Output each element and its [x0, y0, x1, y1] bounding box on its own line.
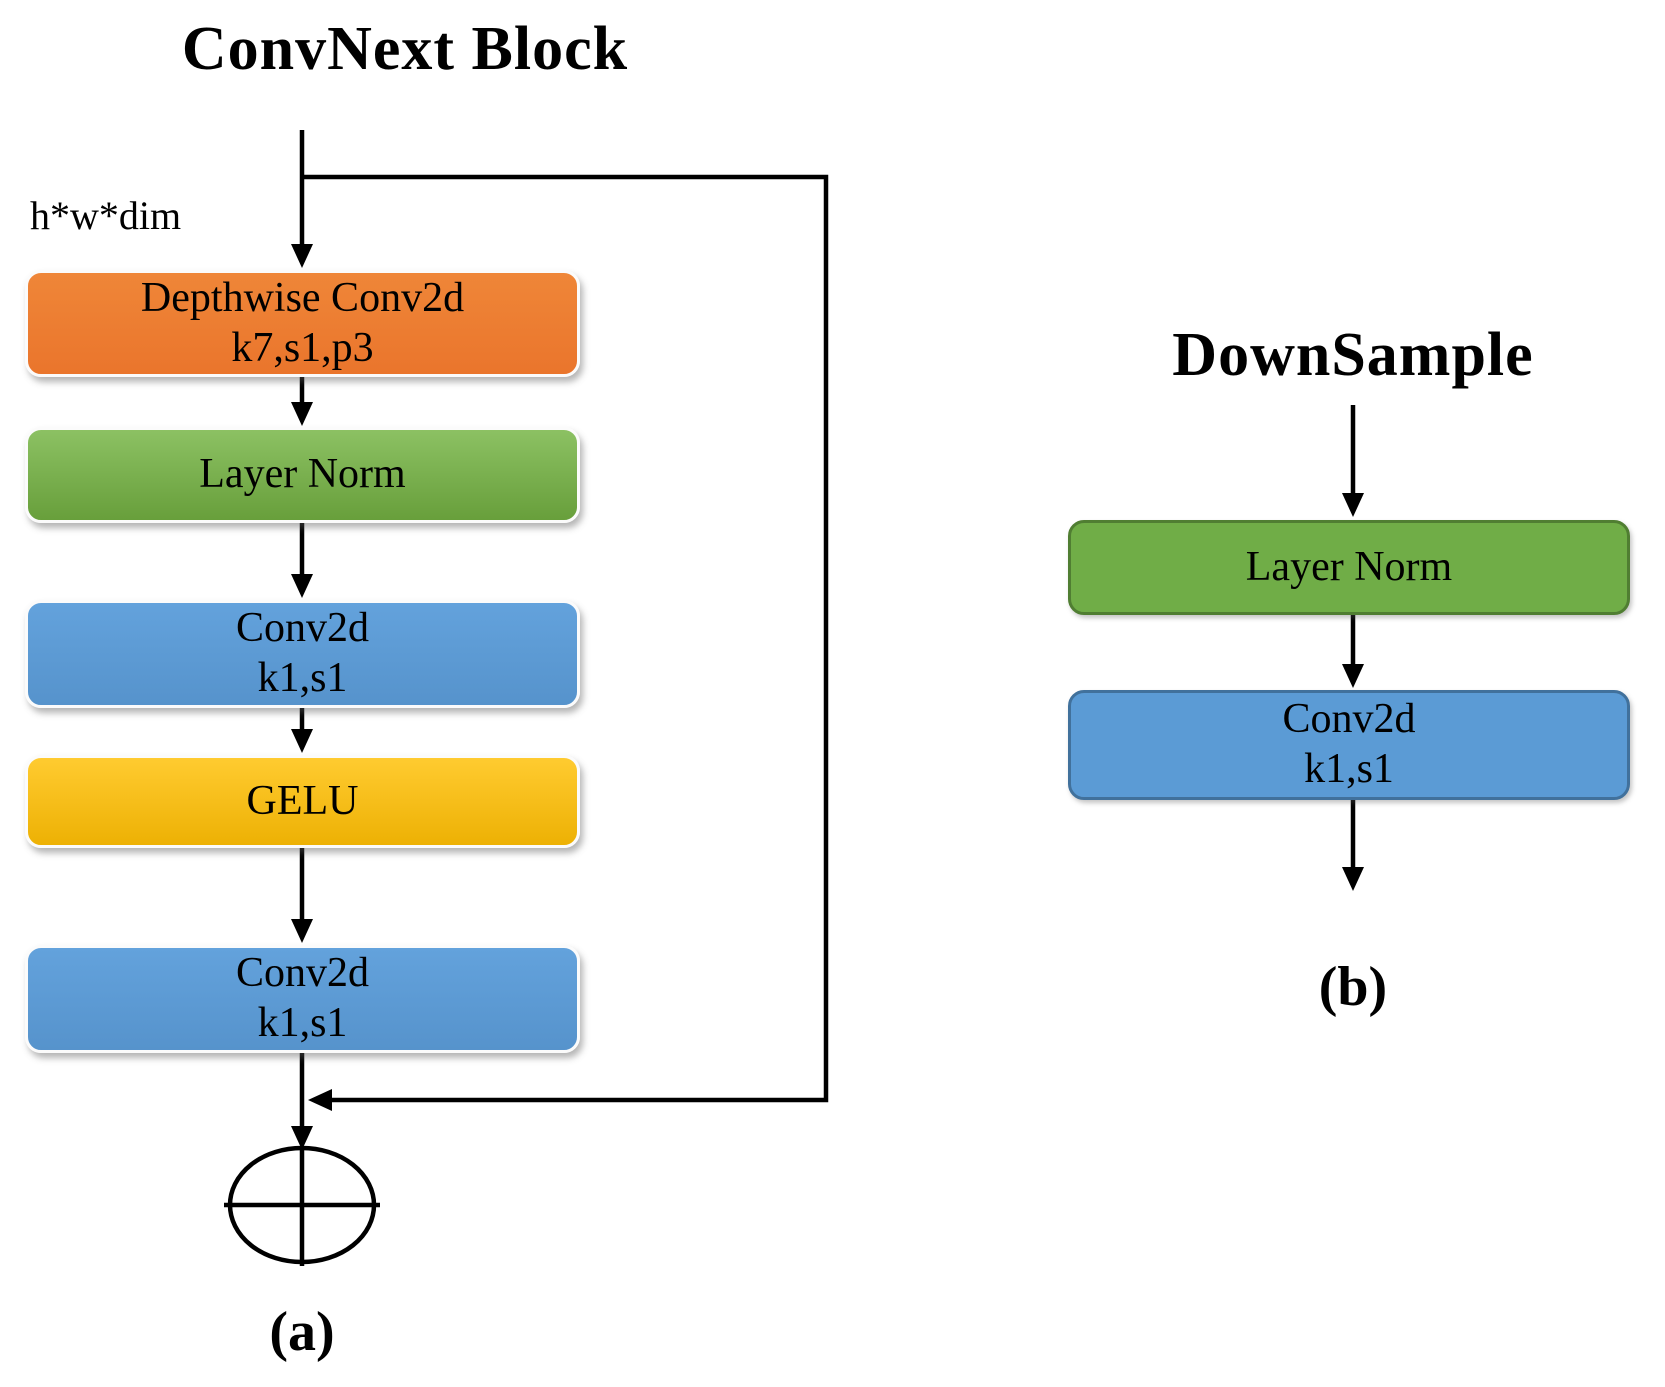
arrowhead-down-icon [1342, 493, 1364, 517]
skip-connection-line [302, 174, 829, 1103]
node-label: Layer Norm [1245, 543, 1453, 590]
node-params: k1,s1 [257, 655, 348, 701]
node-params: k1,s1 [257, 1000, 348, 1046]
arrowhead-down-icon [291, 402, 313, 426]
circle-plus-add-icon [224, 1145, 380, 1266]
node-label: Layer Norm [199, 451, 406, 498]
caption-a: (a) [269, 1301, 335, 1363]
node-label: GELU [246, 777, 359, 824]
arrowhead-left-icon [308, 1089, 332, 1111]
node-layer-norm-b: Layer Norm [1068, 520, 1630, 615]
node-gelu: GELU [25, 755, 580, 848]
arrowhead-down-icon [1342, 664, 1364, 688]
node-conv2d-b: Conv2d k1,s1 [1068, 690, 1630, 800]
diagram-a-title: ConvNext Block [181, 15, 629, 83]
node-conv2d-1: Conv2d k1,s1 [25, 600, 580, 708]
diagram-b-title: DownSample [1172, 321, 1534, 389]
node-params: k1,s1 [1304, 746, 1394, 792]
arrowhead-down-icon [291, 244, 313, 268]
node-label: Conv2d [235, 605, 369, 652]
node-params: k7,s1,p3 [231, 324, 374, 371]
arrowhead-down-icon [291, 919, 313, 943]
node-label: Conv2d [1282, 696, 1416, 743]
node-depthwise-conv2d: Depthwise Conv2d k7,s1,p3 [25, 270, 580, 377]
node-layer-norm: Layer Norm [25, 427, 580, 523]
arrowhead-down-icon [1342, 867, 1364, 891]
caption-b: (b) [1318, 956, 1388, 1018]
node-conv2d-2: Conv2d k1,s1 [25, 945, 580, 1053]
arrowhead-down-icon [291, 574, 313, 598]
input-shape-label: h*w*dim [30, 193, 182, 238]
node-label: Depthwise Conv2d [140, 274, 465, 321]
arrowhead-down-icon [291, 1126, 313, 1150]
arrowhead-down-icon [291, 729, 313, 753]
node-label: Conv2d [235, 950, 369, 997]
